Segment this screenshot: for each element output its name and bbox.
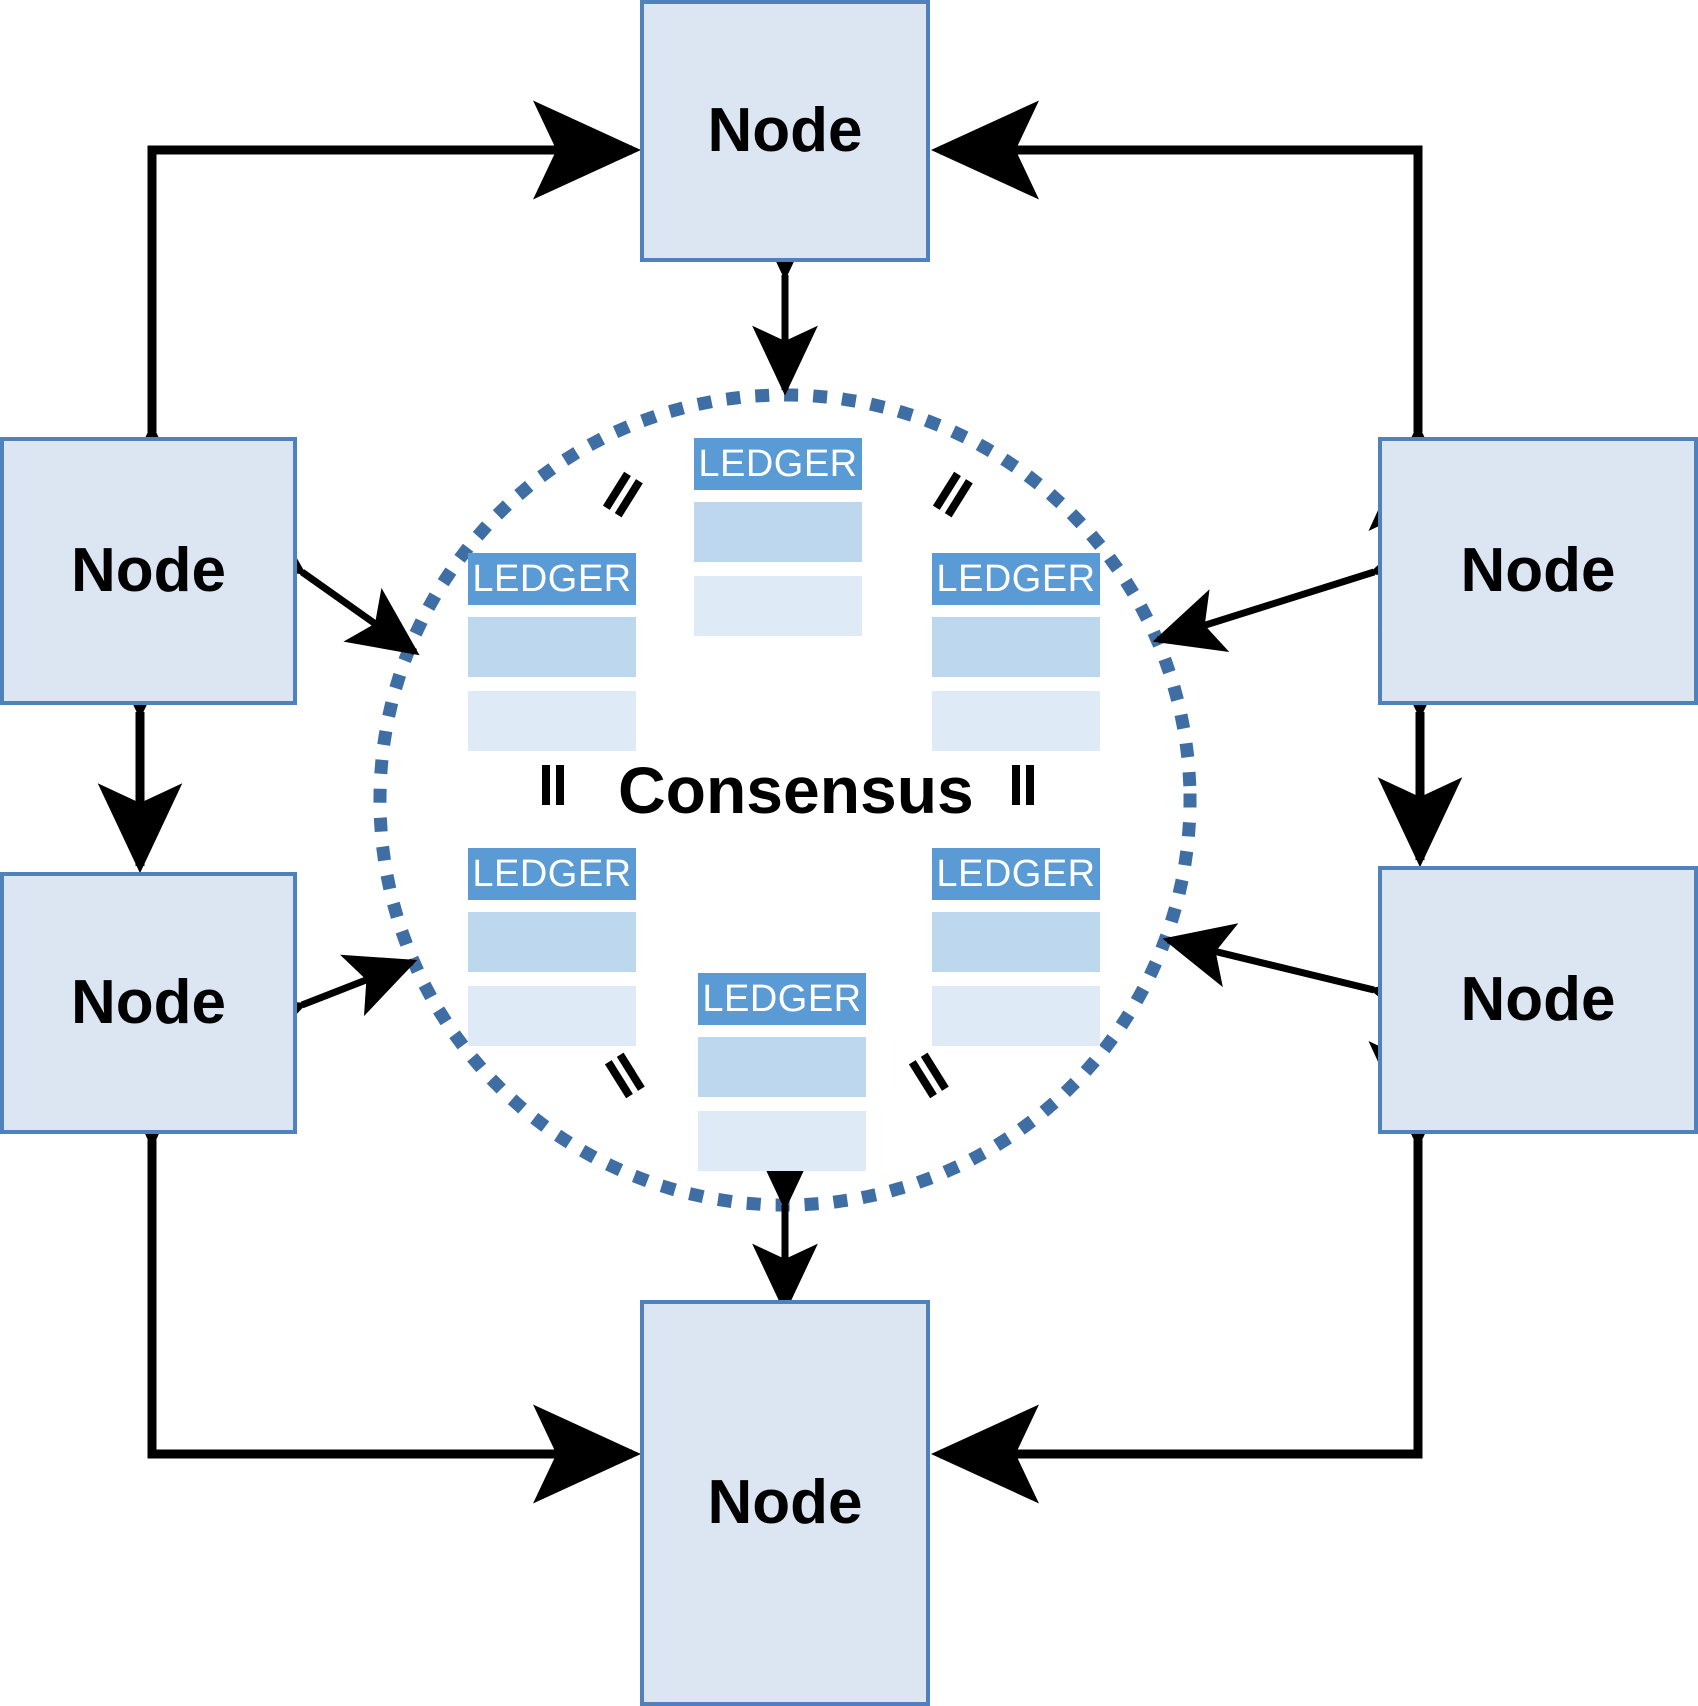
node-label: Node — [707, 1468, 863, 1537]
ledger-block-row — [694, 576, 862, 636]
ledger-right-upper[interactable]: LEDGER — [932, 553, 1100, 751]
node-label: Node — [1460, 536, 1616, 605]
ledger-block-row — [698, 1037, 866, 1097]
node-label: Node — [707, 96, 863, 165]
node-top[interactable]: Node — [640, 0, 930, 262]
node-right-upper[interactable]: Node — [1378, 437, 1698, 705]
ledger-block-row — [932, 691, 1100, 751]
link-bottomleft-elbow — [102, 1041, 641, 1504]
link-right-upper-to-consensus — [1152, 521, 1446, 653]
equals-icon — [1000, 763, 1044, 807]
node-left-lower[interactable]: Node — [0, 872, 297, 1134]
ledger-block-row — [468, 912, 636, 972]
ledger-left-upper[interactable]: LEDGER — [468, 553, 636, 751]
equals-icon — [530, 763, 574, 807]
node-label: Node — [1460, 965, 1616, 1034]
ledger-block-row — [468, 617, 636, 677]
ledger-block-row — [932, 617, 1100, 677]
consensus-label: Consensus — [618, 753, 974, 827]
link-topleft-elbow — [102, 100, 641, 531]
node-label: Node — [71, 968, 226, 1037]
link-topright-elbow — [931, 100, 1468, 531]
ledger-block-row — [694, 502, 862, 562]
ledger-block-row — [698, 1111, 866, 1171]
link-bottomright-elbow — [931, 1041, 1468, 1504]
ledger-header: LEDGER — [932, 553, 1100, 605]
ledger-top[interactable]: LEDGER — [694, 438, 862, 636]
ledger-header: LEDGER — [698, 973, 866, 1025]
ledger-block-row — [932, 912, 1100, 972]
ledger-header: LEDGER — [468, 848, 636, 900]
ledger-header: LEDGER — [932, 848, 1100, 900]
ledger-right-lower[interactable]: LEDGER — [932, 848, 1100, 1046]
ledger-left-lower[interactable]: LEDGER — [468, 848, 636, 1046]
node-left-upper[interactable]: Node — [0, 437, 297, 705]
ledger-bottom[interactable]: LEDGER — [698, 973, 866, 1171]
link-left-lower-to-consensus — [230, 954, 418, 1060]
ledger-header: LEDGER — [694, 438, 862, 490]
ledger-block-row — [468, 691, 636, 751]
ledger-block-row — [468, 986, 636, 1046]
link-right-lower-to-consensus — [1162, 923, 1445, 1038]
node-label: Node — [71, 536, 226, 605]
link-left-upper-to-consensus — [230, 507, 420, 656]
ledger-block-row — [932, 986, 1100, 1046]
node-bottom[interactable]: Node — [640, 1300, 930, 1706]
ledger-header: LEDGER — [468, 553, 636, 605]
node-right-lower[interactable]: Node — [1378, 866, 1698, 1134]
